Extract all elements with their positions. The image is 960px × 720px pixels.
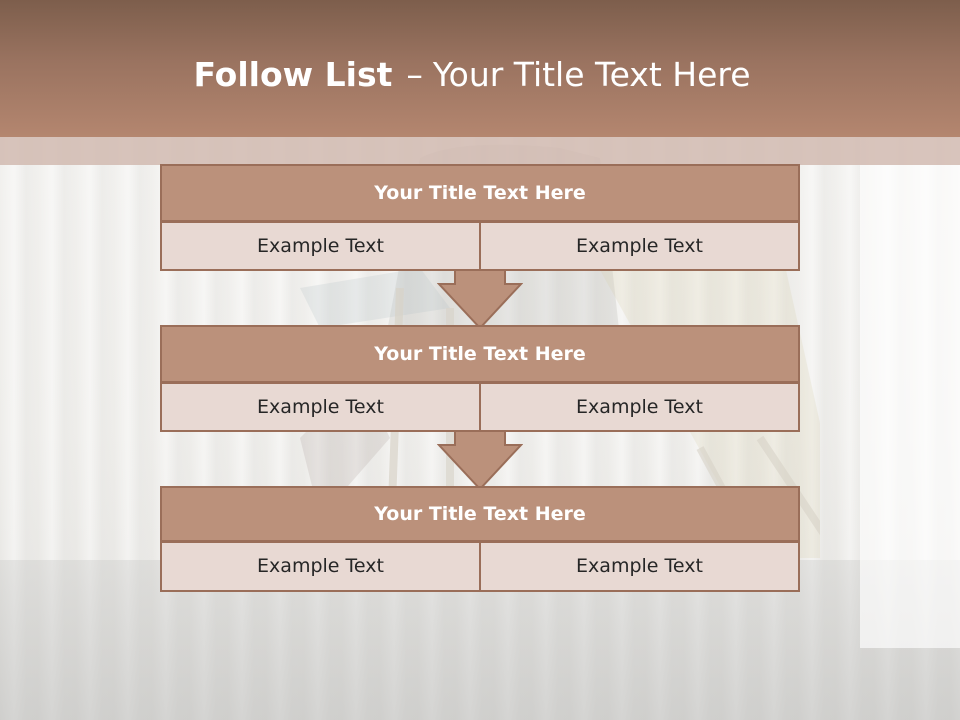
flow-block-row: Example Text Example Text [160,221,800,271]
flow-block-cell-right: Example Text [481,221,800,271]
flow-block-row: Example Text Example Text [160,382,800,432]
slide-title: Follow List–Your Title Text Here [0,50,944,100]
flow-block-title: Your Title Text Here [160,486,800,542]
flow-block-cell-right: Example Text [481,382,800,432]
flow-block-2: Your Title Text Here Example Text Exampl… [160,325,800,433]
slide-title-lead: Follow List [193,55,393,94]
slide-title-separator: – [406,55,423,94]
flow-block-1: Your Title Text Here Example Text Exampl… [160,164,800,272]
flow-block-cell-left: Example Text [160,221,481,271]
flow-block-cell-left: Example Text [160,541,481,592]
flow-block-cell-left: Example Text [160,382,481,432]
down-arrow-icon [437,431,523,491]
flow-block-3: Your Title Text Here Example Text Exampl… [160,486,800,592]
flow-block-title: Your Title Text Here [160,164,800,222]
flow-block-row: Example Text Example Text [160,541,800,592]
slide-title-rest: Your Title Text Here [432,55,751,94]
flow-block-cell-right: Example Text [481,541,800,592]
flow-block-title: Your Title Text Here [160,325,800,383]
down-arrow-icon [437,270,523,330]
slide-header: Follow List–Your Title Text Here [0,0,960,137]
background-wall [860,138,960,648]
header-band [0,137,960,165]
